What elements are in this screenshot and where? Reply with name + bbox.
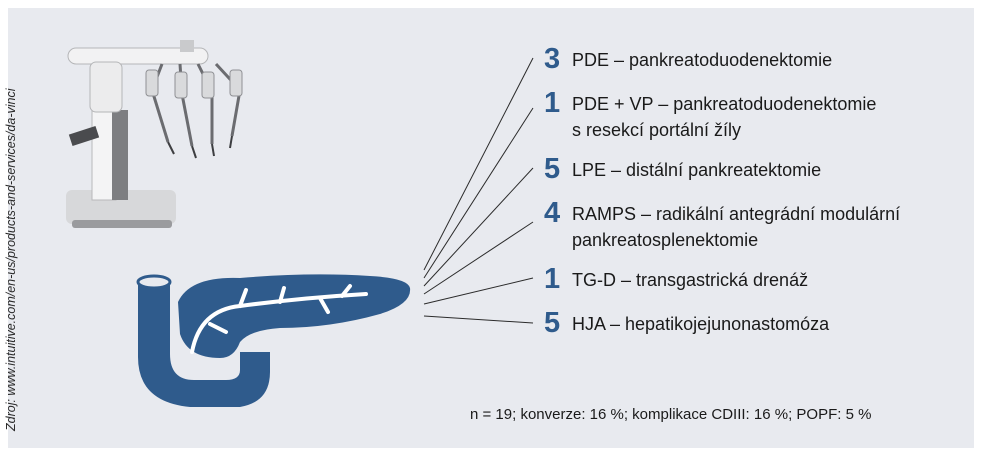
item-label: PDE + VP – pankreatoduodenektomie (572, 94, 877, 114)
item-count: 3 (544, 43, 561, 75)
item-count: 4 (544, 197, 561, 229)
item-count: 1 (544, 87, 561, 119)
pancreas-icon (136, 274, 411, 407)
da-vinci-robot-image (66, 40, 243, 228)
item-label-line2: pankreatosplenektomie (572, 230, 759, 250)
item-label: RAMPS – radikální antegrádní modulární (572, 204, 901, 224)
item-label-line2: s resekcí portální žíly (572, 120, 742, 140)
summary-footnote: n = 19; konverze: 16 %; komplikace CDIII… (470, 406, 872, 423)
item-label: TG-D – transgastrická drenáž (572, 270, 809, 290)
item-count: 1 (544, 263, 561, 295)
item-count: 5 (544, 307, 561, 339)
item-count: 5 (544, 153, 561, 185)
item-label: LPE – distální pankreatektomie (572, 160, 822, 180)
item-label: HJA – hepatikojejunonastomóza (572, 314, 830, 334)
item-label: PDE – pankreatoduodenektomie (572, 50, 833, 70)
